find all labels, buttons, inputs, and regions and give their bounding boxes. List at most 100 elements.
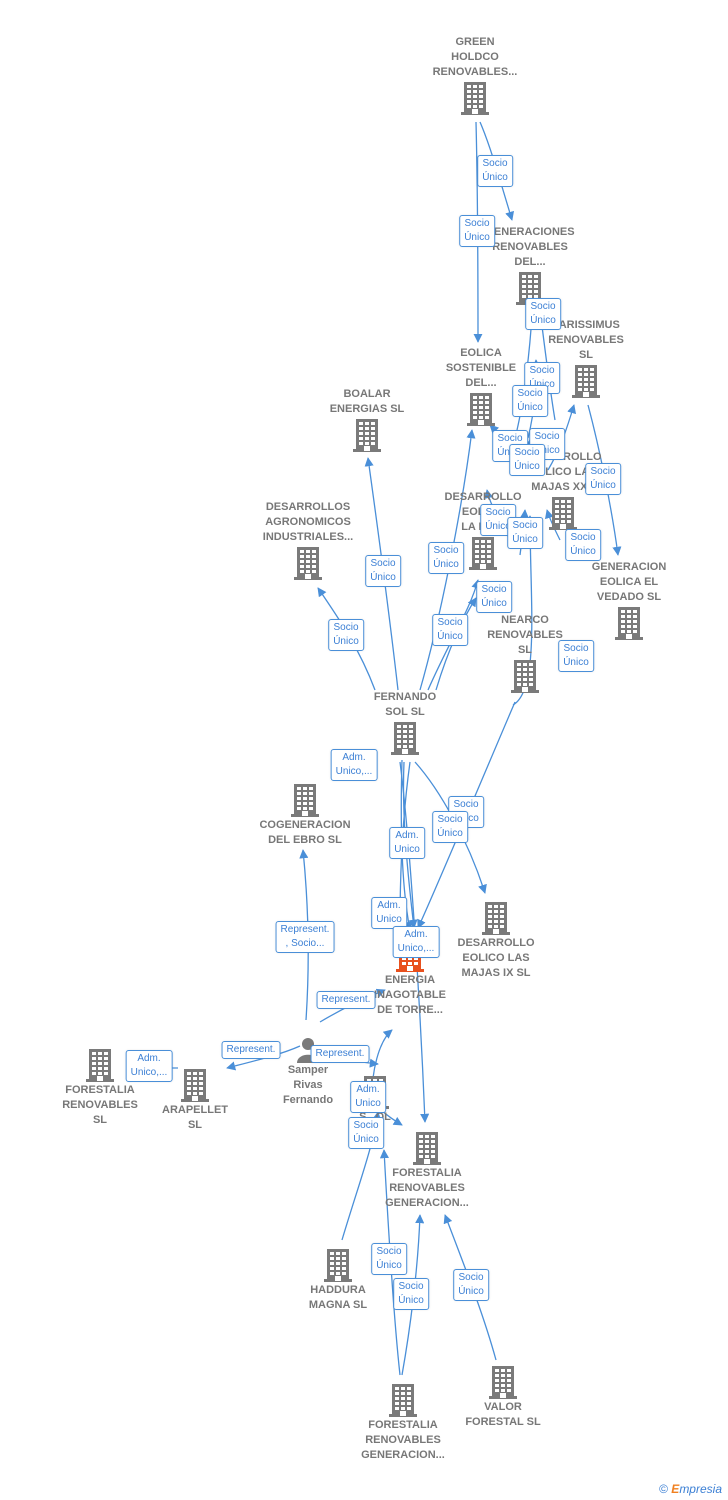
node-label-line: GENERACION... <box>385 1197 469 1209</box>
edge-label-badge[interactable]: Adm.Unico,... <box>125 1050 173 1082</box>
building-icon <box>324 1249 352 1282</box>
node-desarrollos-agro[interactable]: DESARROLLOS AGRONOMICOS INDUSTRIALES... <box>238 500 378 581</box>
node-label-line: BOALAR <box>343 388 391 400</box>
node-label-line: MAJAS IX SL <box>461 967 531 979</box>
node-label-line: ENERGIAS SL <box>329 403 405 415</box>
node-boalar[interactable]: BOALAR ENERGIAS SL <box>297 387 437 453</box>
node-label-line: VALOR <box>484 1401 522 1413</box>
edge-label-badge[interactable]: Represent. <box>310 1045 370 1063</box>
edge-label-line: Socio <box>570 532 596 543</box>
edge-label-line: Socio <box>353 1120 379 1131</box>
edge-label-line: Socio <box>437 617 463 628</box>
edge-label-line: Socio <box>517 388 543 399</box>
edge-label-line: Adm. <box>395 830 419 841</box>
node-label-line: Rivas <box>293 1079 323 1091</box>
node-label-line: SL <box>187 1119 203 1131</box>
node-label-line: DEL... <box>514 256 546 268</box>
edge-label-badge[interactable]: Adm.Unico,... <box>392 926 440 958</box>
edge-label-line: Único <box>353 1134 379 1145</box>
edge-label-line: Único <box>517 402 543 413</box>
edge-label-line: Adm. <box>137 1053 161 1064</box>
building-icon <box>482 902 510 935</box>
edge-label-badge[interactable]: Adm.Unico <box>350 1081 386 1113</box>
edge-label-badge[interactable]: Adm. Unico <box>389 827 425 859</box>
node-label-line: VEDADO SL <box>596 591 662 603</box>
edge-label-badge[interactable]: Represent. <box>316 991 376 1009</box>
node-label-line: DESARROLLO <box>457 937 535 949</box>
edge-label-line: Unico,... <box>335 766 373 777</box>
edge-label-line: Unico <box>394 844 420 855</box>
edge-label-line: Socio <box>437 814 463 825</box>
edge-label-line: Único <box>570 546 596 557</box>
node-label-line: AGRONOMICOS <box>265 516 351 528</box>
edge-label-line: Socio <box>481 584 507 595</box>
node-label-line: GENERACIONES <box>485 226 575 238</box>
edge-label-line: , Socio... <box>285 938 325 949</box>
edge-label-line: Socio <box>433 545 459 556</box>
edge-label-line: Único <box>464 232 490 243</box>
edge-label-line: Único <box>398 1295 424 1306</box>
empresia-brand[interactable]: © Empresia <box>659 1482 722 1496</box>
node-label-line: FORESTALIA <box>368 1419 438 1431</box>
edge-label-line: Represent. <box>280 924 330 935</box>
edge-label-line: Socio <box>563 643 589 654</box>
edge-label-line: Socio <box>398 1281 424 1292</box>
edge-label-badge[interactable]: Adm.Unico,... <box>330 749 378 781</box>
edge-label-line: Socio <box>464 218 490 229</box>
node-label-line: ENERGIA <box>384 974 436 986</box>
edge-label-line: Socio <box>453 799 479 810</box>
edge-label-line: Represent. <box>226 1044 276 1055</box>
edge-label-badge[interactable]: Represent. , Socio... <box>275 921 335 953</box>
node-label-line: FORESTALIA <box>65 1084 135 1096</box>
node-label-line: INAGOTABLE <box>374 989 446 1001</box>
building-icon <box>86 1049 114 1082</box>
node-label-line: INDUSTRIALES... <box>262 531 354 543</box>
building-icon <box>391 722 419 755</box>
brand-name: mpresia <box>679 1482 722 1496</box>
node-label-line: NEARCO <box>501 614 549 626</box>
edge-label-badge[interactable]: Represent. <box>221 1041 281 1059</box>
node-label-line: MAJAS XXV <box>531 481 595 493</box>
node-label-line: DESARROLLOS <box>265 501 351 513</box>
edge-label-badge[interactable]: Adm.Unico <box>371 897 407 929</box>
edge-label-line: Socio <box>376 1246 402 1257</box>
building-icon <box>469 537 497 570</box>
edge-label-line: Único <box>333 636 359 647</box>
building-icon <box>389 1384 417 1417</box>
node-label-line: SL <box>92 1114 108 1126</box>
